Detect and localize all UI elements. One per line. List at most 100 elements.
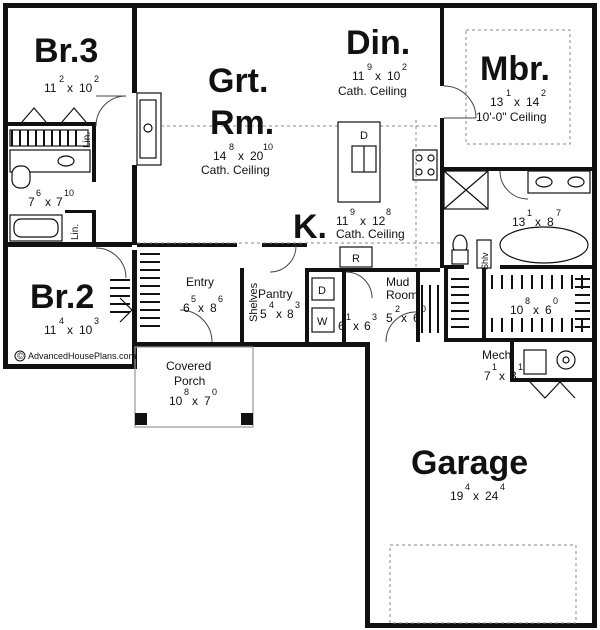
room-name: Din. — [346, 24, 410, 62]
room-width: 13 — [490, 95, 504, 109]
copyright-symbol: © — [17, 351, 24, 361]
room-name: Pantry — [258, 287, 293, 301]
dimension-separator: x — [499, 369, 505, 383]
room-master: Mbr. 13 1 x 14 2 10'-0" Ceiling — [476, 50, 550, 124]
dimension-separator: x — [276, 307, 282, 321]
room-length: 6 — [545, 303, 552, 317]
dimension-separator: x — [533, 303, 539, 317]
room-width-inches: 9 — [367, 62, 372, 72]
dimension-separator: x — [401, 311, 407, 325]
refrigerator-label: R — [352, 253, 360, 265]
room-length-inches: 10 — [64, 188, 74, 198]
room-name: Entry — [186, 275, 214, 289]
interior-walls — [8, 8, 592, 382]
room-master-bath: 13 1 x 8 7 — [512, 208, 561, 229]
room-width-inches: 5 — [191, 294, 196, 304]
room-length: 14 — [526, 95, 540, 109]
room-width: 5 — [260, 307, 267, 321]
kitchen-fixtures — [337, 120, 438, 268]
room-length-inches: 0 — [421, 304, 426, 314]
room-width: 6 — [183, 301, 190, 315]
room-width-inches: 8 — [184, 387, 189, 397]
dimension-separator: x — [67, 81, 73, 95]
dimension-separator: x — [353, 319, 359, 333]
room-width: 14 — [213, 149, 227, 163]
dimension-separator: x — [360, 214, 366, 228]
room-length: 8 — [547, 215, 554, 229]
room-width: 11 — [44, 323, 57, 337]
room-name: Mech. — [482, 348, 515, 362]
dimension-separator: x — [238, 149, 244, 163]
room-porch: Covered Porch 10 8 x 7 0 — [166, 359, 217, 408]
dimension-separator: x — [473, 489, 479, 503]
room-length: 10 — [79, 81, 93, 95]
room-width: 13 — [512, 215, 526, 229]
room-width-inches: 6 — [36, 188, 41, 198]
room-width-inches: 8 — [229, 142, 234, 152]
ceiling-note: Cath. Ceiling — [338, 84, 407, 98]
room-width-inches: 9 — [350, 207, 355, 217]
dryer-label: D — [318, 285, 326, 297]
ceiling-note: Cath. Ceiling — [201, 163, 270, 177]
shelves-label: Shelves — [248, 282, 260, 322]
room-laundry: 6 1 x 6 3 — [338, 312, 377, 333]
room-name: Br.2 — [30, 278, 94, 316]
room-br2: Br.2 11 4 x 10 3 — [30, 278, 99, 337]
garage-door — [389, 544, 577, 624]
room-length: 10 — [387, 69, 401, 83]
room-entry: Entry 6 5 x 8 6 — [183, 275, 223, 315]
door-swings — [21, 85, 576, 399]
closet-hatches — [11, 130, 590, 333]
room-length-inches: 0 — [212, 387, 217, 397]
room-length: 6 — [364, 319, 371, 333]
room-length-inches: 2 — [541, 88, 546, 98]
room-length: 12 — [372, 214, 386, 228]
room-length-inches: 3 — [372, 312, 377, 322]
dimension-separator: x — [198, 301, 204, 315]
fireplace — [136, 92, 162, 166]
room-width: 10 — [510, 303, 524, 317]
room-kitchen: K. 11 9 x 12 8 Cath. Ceiling — [293, 207, 405, 246]
washer-label: W — [317, 316, 328, 328]
room-name-line2: Room — [386, 288, 418, 302]
porch-structure — [134, 346, 254, 428]
room-width: 11 — [44, 81, 57, 95]
room-length-inches: 3 — [94, 316, 99, 326]
room-width: 7 — [28, 195, 35, 209]
room-length-inches: 1 — [518, 362, 523, 372]
room-length-inches: 8 — [386, 207, 391, 217]
dimension-separator: x — [45, 195, 51, 209]
room-width: 10 — [169, 394, 183, 408]
room-width: 5 — [386, 311, 393, 325]
room-width-inches: 1 — [527, 208, 532, 218]
copyright-credit: © AdvancedHousePlans.com — [14, 350, 136, 362]
room-width-inches: 4 — [59, 316, 64, 326]
dimension-separator: x — [192, 394, 198, 408]
room-dining: Din. 11 9 x 10 2 Cath. Ceiling — [338, 24, 410, 98]
room-length: 24 — [485, 489, 499, 503]
room-width: 7 — [484, 369, 491, 383]
room-name-line1: Mud — [386, 275, 409, 289]
room-width-inches: 1 — [346, 312, 351, 322]
room-garage: Garage 19 4 x 24 4 — [411, 444, 528, 503]
room-length-inches: 10 — [263, 142, 273, 152]
room-length: 7 — [56, 195, 63, 209]
room-name-line1: Covered — [166, 359, 211, 373]
ceiling-lines — [137, 29, 571, 244]
room-length-inches: 2 — [402, 62, 407, 72]
room-bath2: 7 6 x 7 10 — [28, 188, 74, 209]
room-length: 8 — [210, 301, 217, 315]
dimension-separator: x — [67, 323, 73, 337]
room-length: 20 — [250, 149, 264, 163]
room-length-inches: 6 — [218, 294, 223, 304]
room-length: 8 — [287, 307, 294, 321]
shelf-label: Shlv — [480, 252, 490, 270]
dishwasher-label: D — [360, 130, 368, 142]
room-name-line1: Grt. — [208, 62, 268, 100]
room-width-inches: 4 — [269, 300, 274, 310]
room-length: 7 — [204, 394, 211, 408]
room-width: 6 — [338, 319, 345, 333]
dimension-separator: x — [514, 95, 520, 109]
room-great-room: Grt. Rm. 14 8 x 20 10 Cath. Ceiling — [201, 62, 274, 177]
